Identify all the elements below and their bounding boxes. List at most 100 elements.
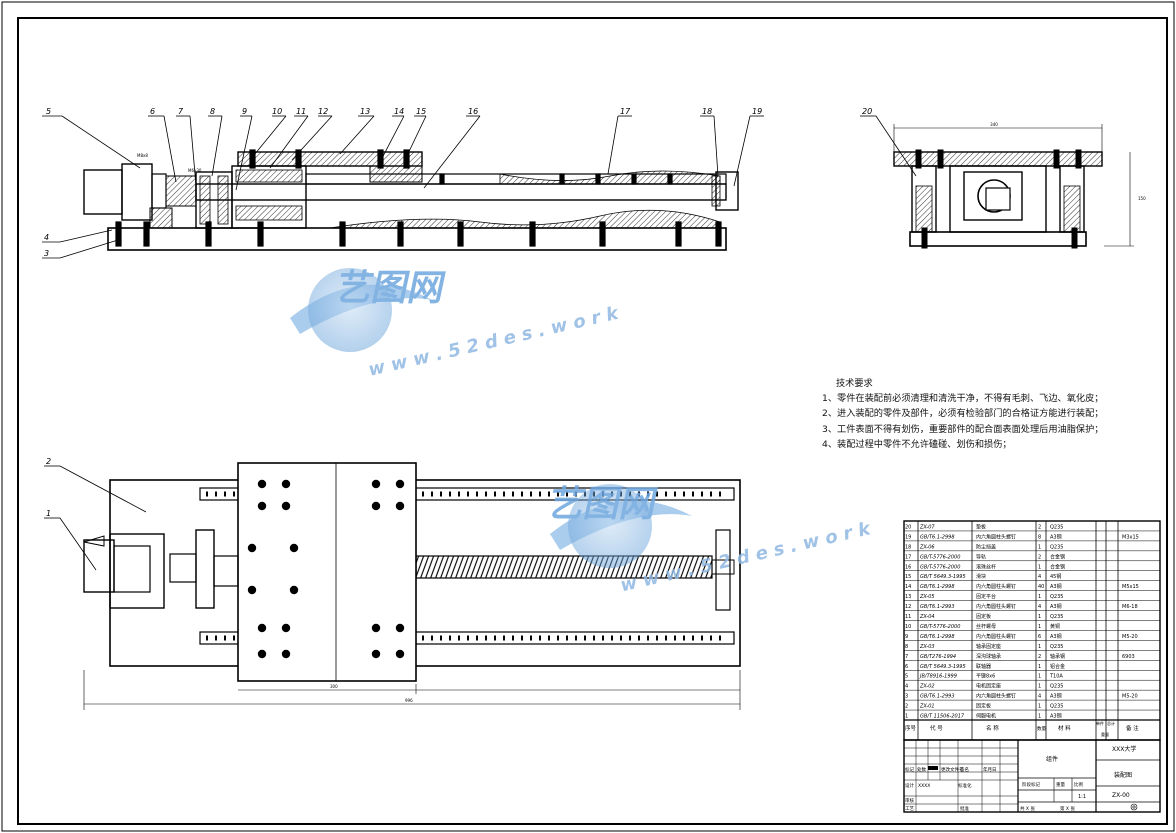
- bom-cell-qty: 1: [1038, 544, 1041, 550]
- svg-text:装配图: 装配图: [1114, 771, 1132, 779]
- bom-cell-mat: 合金钢: [1050, 553, 1065, 560]
- bom-cell-no: 11: [905, 614, 911, 620]
- svg-text:340: 340: [990, 122, 998, 127]
- svg-text:w w w . 5 2 d e s . w o r k: w w w . 5 2 d e s . w o r k: [366, 303, 621, 381]
- bom-cell-mat: Q235: [1050, 594, 1063, 600]
- svg-text:XXX大学: XXX大学: [1112, 745, 1136, 753]
- bom-cell-name: 固定板: [976, 703, 991, 710]
- bom-cell-mat: Q235: [1050, 614, 1063, 620]
- bom-cell-no: 20: [905, 524, 911, 530]
- bom-cell-no: 14: [905, 584, 911, 590]
- bom-cell-name: 固定板: [976, 613, 991, 620]
- bom-cell-qty: 1: [1038, 564, 1041, 570]
- bom-cell-qty: 1: [1038, 614, 1041, 620]
- bom-cell-name: 垫板: [976, 523, 986, 530]
- bom-cell-mat: 轴承钢: [1050, 653, 1065, 660]
- svg-text:6: 6: [150, 107, 155, 116]
- svg-text:设计: 设计: [905, 782, 914, 789]
- bom-cell-no: 16: [905, 564, 911, 570]
- svg-text:标记: 标记: [905, 766, 914, 773]
- bom-cell-code: GB/T6.1-2998: [920, 584, 955, 590]
- svg-text:4: 4: [44, 233, 49, 242]
- bom-cell-qty: 4: [1038, 604, 1041, 610]
- bom-cell-qty: 8: [1038, 534, 1041, 540]
- bom-cell-qty: 4: [1038, 574, 1041, 580]
- bom-cell-mat: A3钢: [1050, 583, 1062, 590]
- side-view: 340 150 20: [860, 107, 1146, 249]
- bom-cell-qty: 1: [1038, 674, 1041, 680]
- bom-header-text: 序号 代 号 名 称 数量 材 料 单件 总计 重量 备 注: [905, 720, 1139, 737]
- bom-cell-code: ZX-02: [919, 684, 935, 690]
- bom-cell-no: 19: [905, 534, 911, 540]
- bom-cell-qty: 1: [1038, 704, 1041, 710]
- bill-of-materials: [903, 520, 1161, 741]
- bom-cell-code: GB/T6.1-2998: [920, 634, 955, 640]
- svg-text:比例: 比例: [1074, 781, 1083, 788]
- bom-cell-no: 8: [905, 644, 908, 650]
- bom-cell-note: M5-20: [1122, 694, 1138, 700]
- bom-cell-qty: 40: [1038, 584, 1044, 590]
- bom-cell-name: 伺服电机: [976, 713, 996, 720]
- bom-cell-name: 内六角圆柱头螺钉: [976, 583, 1016, 590]
- svg-text:重量: 重量: [1056, 781, 1065, 788]
- bom-cell-no: 10: [905, 624, 911, 630]
- inner-frame: [17, 17, 1168, 825]
- bom-cell-code: GB/T6.1-2998: [920, 534, 955, 540]
- bom-cell-code: GB/T 11506-2017: [920, 714, 965, 720]
- bom-cell-qty: 2: [1038, 654, 1041, 660]
- bom-cell-name: 深沟球轴承: [976, 653, 1001, 660]
- svg-text:2: 2: [46, 457, 51, 466]
- svg-text:代 号: 代 号: [930, 724, 943, 732]
- bom-cell-code: ZX-07: [919, 524, 935, 530]
- bom-cell-code: GB/T6.1-2993: [920, 694, 955, 700]
- bom-cell-code: GB/T 5649.3-1995: [920, 574, 966, 580]
- bom-cell-mat: A3钢: [1050, 603, 1062, 610]
- bom-cell-name: 内六角圆柱头螺钉: [976, 533, 1016, 540]
- bom-cell-mat: Q235: [1050, 684, 1063, 690]
- bom-cell-mat: A3钢: [1050, 713, 1062, 720]
- svg-text:XXXX: XXXX: [918, 783, 930, 789]
- svg-text:数量: 数量: [1037, 725, 1046, 732]
- svg-text:处数: 处数: [917, 766, 926, 773]
- svg-text:18: 18: [702, 107, 712, 116]
- bom-cell-code: ZX-05: [919, 594, 935, 600]
- tech-item: 4、装配过程中零件不允许磕碰、划伤和损伤；: [822, 438, 1012, 450]
- svg-text:12: 12: [318, 107, 328, 116]
- bom-cell-no: 5: [905, 674, 908, 680]
- bom-cell-mat: Q235: [1050, 544, 1063, 550]
- bom-cell-qty: 1: [1038, 684, 1041, 690]
- bom-cell-no: 15: [905, 574, 911, 580]
- bom-cell-note: 6903: [1122, 654, 1135, 660]
- svg-text:19: 19: [752, 107, 762, 116]
- bom-cell-no: 9: [905, 634, 908, 640]
- bom-cell-mat: 合金钢: [1050, 563, 1065, 570]
- bom-cell-no: 2: [905, 704, 908, 710]
- svg-text:13: 13: [360, 107, 370, 116]
- bom-cell-qty: 1: [1038, 664, 1041, 670]
- svg-text:9: 9: [242, 107, 247, 116]
- bom-cell-mat: T10A: [1049, 674, 1063, 680]
- svg-text:重量: 重量: [1101, 731, 1109, 737]
- svg-text:材 料: 材 料: [1058, 724, 1071, 732]
- svg-text:14: 14: [394, 107, 404, 116]
- svg-text:3: 3: [44, 249, 49, 258]
- tech-item: 2、进入装配的零件及部件，必须有检验部门的合格证方能进行装配；: [822, 408, 1104, 420]
- bom-cell-name: 平键8x6: [976, 673, 995, 680]
- svg-text:17: 17: [620, 107, 631, 116]
- bom-cell-name: 丝杆螺母: [976, 623, 996, 630]
- svg-text:艺图网: 艺图网: [544, 482, 661, 525]
- bom-cell-code: JB/T8916-1999: [919, 674, 957, 680]
- svg-text:300: 300: [330, 684, 338, 689]
- svg-text:组件: 组件: [1046, 755, 1058, 763]
- bom-cell-mat: Q235: [1050, 644, 1063, 650]
- bom-cell-qty: 1: [1038, 714, 1041, 720]
- svg-text:第 X 张: 第 X 张: [1060, 805, 1075, 812]
- bom-cell-no: 13: [905, 594, 911, 600]
- svg-text:8: 8: [210, 107, 215, 116]
- bom-cell-name: 固定平台: [976, 593, 996, 600]
- svg-text:5: 5: [46, 107, 51, 116]
- title-block-text: 组件 XXX大学 装配图 ZX-00 1:1 XXXX 标记 处数 更改文件号 …: [905, 745, 1136, 812]
- bom-cell-name: 电机固定座: [976, 683, 1001, 690]
